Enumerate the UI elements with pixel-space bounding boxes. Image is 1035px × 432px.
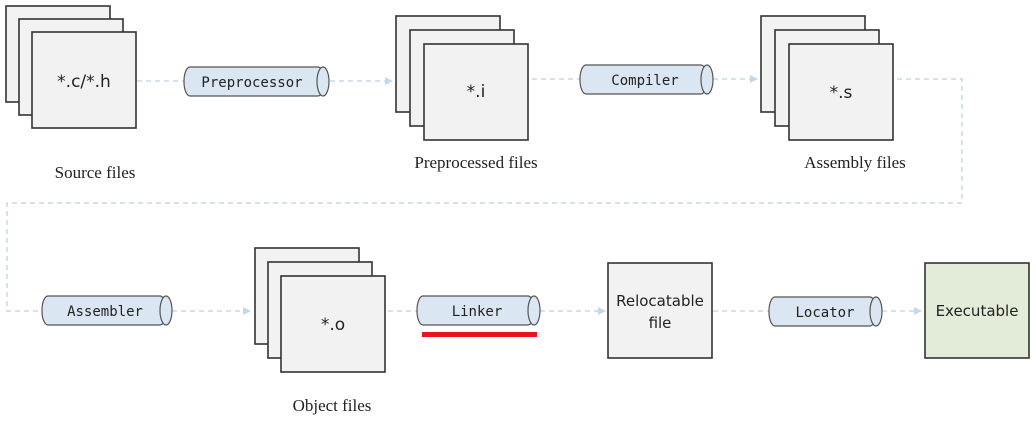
executable-box: Executable bbox=[924, 262, 1030, 359]
locator-label: Locator bbox=[795, 305, 854, 321]
relocatable-label-line1: Relocatable bbox=[616, 292, 704, 310]
locator-tool: Locator bbox=[768, 296, 883, 327]
assembler-label: Assembler bbox=[67, 304, 143, 320]
object-files-caption: Object files bbox=[293, 396, 372, 415]
relocatable-file-box: Relocatable file bbox=[607, 262, 713, 359]
object-files-ext: *.o bbox=[321, 315, 345, 335]
source-files-caption: Source files bbox=[55, 163, 136, 182]
linker-highlight-underline bbox=[422, 332, 537, 337]
relocatable-label-line2: file bbox=[649, 314, 672, 332]
linker-tool: Linker bbox=[416, 295, 541, 326]
assembler-tool: Assembler bbox=[41, 295, 173, 326]
preprocessed-files-ext: *.i bbox=[467, 82, 486, 102]
preprocessor-label: Preprocessor bbox=[201, 75, 302, 91]
connector-assembly-wrap bbox=[6, 78, 963, 312]
compiler-tool: Compiler bbox=[579, 64, 714, 95]
preprocessed-files-caption: Preprocessed files bbox=[414, 153, 537, 172]
preprocessed-files-stack: *.i bbox=[395, 15, 529, 141]
executable-label: Executable bbox=[936, 302, 1019, 320]
source-files-ext: *.c/*.h bbox=[57, 72, 111, 92]
linker-label: Linker bbox=[452, 304, 503, 320]
preprocessor-tool: Preprocessor bbox=[183, 66, 330, 97]
assembly-files-ext: *.s bbox=[830, 83, 853, 103]
assembly-files-stack: *.s bbox=[760, 15, 894, 141]
object-files-stack: *.o bbox=[254, 247, 386, 373]
connectors bbox=[6, 75, 963, 315]
source-files-stack: *.c/*.h bbox=[5, 5, 137, 129]
assembly-files-caption: Assembly files bbox=[804, 153, 906, 172]
compiler-label: Compiler bbox=[611, 73, 678, 89]
